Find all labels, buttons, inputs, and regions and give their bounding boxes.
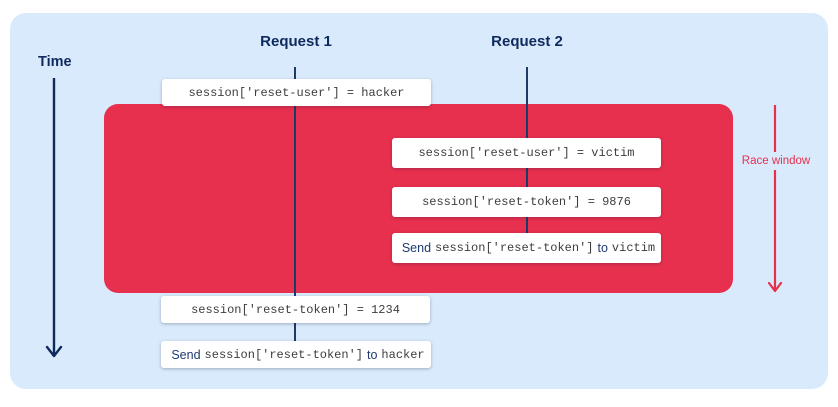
event-code: session['reset-user'] = hacker [188,85,405,100]
event-target: hacker [381,347,425,362]
time-axis-arrow-icon [45,78,63,358]
event-send-reset-token-victim: Send session['reset-token'] to victim [392,233,661,263]
lane-label-request-1: Request 1 [260,33,332,50]
event-send-reset-token-hacker: Send session['reset-token'] to hacker [161,341,431,368]
event-to-word: to [366,347,378,362]
race-window-arrow-icon [767,105,783,293]
event-set-reset-token-1234: session['reset-token'] = 1234 [161,296,430,323]
event-code: session['reset-user'] = victim [418,146,635,160]
event-to-word: to [597,241,608,255]
lane-line-request-1 [294,67,296,341]
event-set-reset-token-9876: session['reset-token'] = 9876 [392,187,661,217]
event-target: victim [611,241,656,255]
event-set-reset-user-victim: session['reset-user'] = victim [392,138,661,168]
event-code: session['reset-token'] = 1234 [191,302,400,317]
event-code: session['reset-token'] [204,347,363,362]
event-send-word: Send [401,241,432,255]
event-code: session['reset-token'] = 9876 [422,195,631,209]
lane-label-request-2: Request 2 [491,33,563,50]
event-code: session['reset-token'] [435,241,594,255]
race-window-label: Race window [739,152,813,170]
event-set-reset-user-hacker: session['reset-user'] = hacker [162,79,431,106]
time-label: Time [38,54,72,70]
event-send-word: Send [171,347,201,362]
